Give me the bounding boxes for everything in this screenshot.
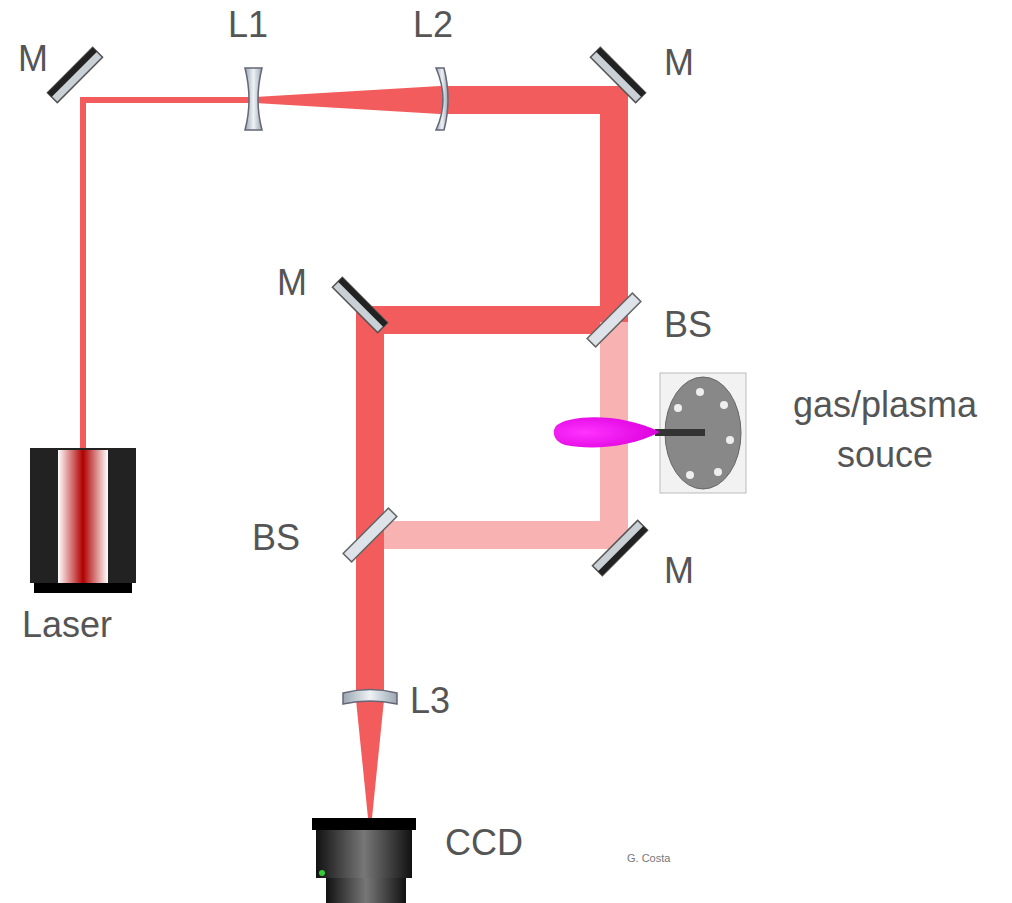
mirror-symbol <box>592 520 647 575</box>
component-label: BS <box>252 517 300 559</box>
source-label: gas/plasma souce <box>765 380 1005 480</box>
component-label: L3 <box>410 680 450 722</box>
credit-watermark: G. Costa <box>627 852 670 865</box>
component-label: Laser <box>22 604 112 646</box>
component-label: CCD <box>445 822 523 864</box>
component-label: L1 <box>228 4 268 46</box>
component-label: M <box>277 262 307 304</box>
beam-splitter <box>587 293 641 347</box>
lens-symbol <box>436 68 448 130</box>
component-label: M <box>664 550 694 592</box>
component-label: M <box>664 42 694 84</box>
mirror-symbol <box>332 277 387 332</box>
beam-splitter <box>343 508 397 562</box>
lens-symbol <box>343 690 397 705</box>
component-label: L2 <box>413 4 453 46</box>
gas-plasma-source <box>554 373 746 493</box>
mirror-symbol <box>47 47 102 102</box>
lens-symbol <box>245 68 262 130</box>
laser-beam <box>80 86 628 818</box>
component-label: BS <box>664 304 712 346</box>
mirror-symbol <box>590 47 645 102</box>
component-label: M <box>18 38 48 80</box>
ccd-camera <box>312 818 416 903</box>
laser-symbol <box>30 448 136 593</box>
